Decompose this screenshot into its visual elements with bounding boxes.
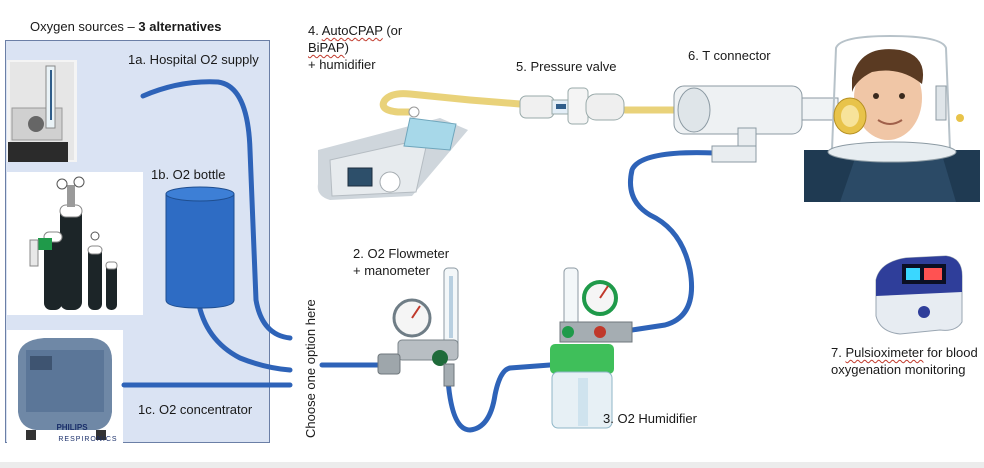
flowmeter-label-line1: 2. O2 Flowmeter	[353, 246, 450, 261]
humidifier-to-tconnector-tube	[628, 150, 718, 333]
pressure-valve-label: 5. Pressure valve	[516, 59, 617, 74]
cpap-machine-icon	[317, 106, 468, 200]
autocpap-label-line2: BiPAP)	[308, 39, 402, 56]
helmet-patient-icon	[804, 34, 980, 202]
autocpap-label-line3: + humidifier	[308, 57, 376, 72]
t-connector-label: 6. T connector	[688, 48, 771, 63]
flowmeter-regulator-icon	[377, 267, 459, 387]
pulsioximeter-label-line2: oxygenation monitoring	[831, 362, 966, 377]
bipap-suffix: )	[344, 40, 349, 55]
pulsioximeter-label: 7. Pulsioximeter for blood oxygenation m…	[831, 344, 978, 378]
flowmeter-label: 2. O2 Flowmeter + manometer	[353, 245, 449, 279]
autocpap-prefix: 4.	[308, 23, 322, 38]
flowmeter-label-line2: + manometer	[353, 263, 430, 278]
pressure-valve-icon	[519, 87, 625, 125]
title-prefix: Oxygen sources –	[30, 19, 139, 34]
hospital-tube	[140, 79, 293, 341]
autocpap-suffix: (or	[382, 23, 403, 38]
choose-option-label: Choose one option here	[303, 299, 318, 438]
autocpap-label: 4. AutoCPAP (or BiPAP) + humidifier	[308, 22, 402, 73]
o2-bottle-icon	[165, 186, 235, 309]
concentrator-icon	[18, 338, 112, 440]
pulse-prefix: 7.	[831, 345, 846, 360]
oxygen-cylinders-icon	[29, 176, 118, 310]
t-connector-icon	[673, 85, 839, 163]
wall-flowmeter-icon	[8, 62, 74, 162]
autocpap-label-line1: 4. AutoCPAP (or	[308, 22, 402, 39]
title-bold: 3 alternatives	[138, 19, 222, 34]
o2-bottle-label: 1b. O2 bottle	[151, 167, 226, 182]
flowmeter-to-humidifier-tube	[445, 362, 553, 433]
hospital-supply-label: 1a. Hospital O2 supply	[128, 52, 259, 67]
cpap-outlet-tube	[379, 90, 524, 116]
pulsioximeter-label-line1: 7. Pulsioximeter for blood	[831, 344, 978, 361]
humidifier-label: 3. O2 Humidifier	[603, 411, 697, 426]
panel-title: Oxygen sources – 3 alternatives	[30, 18, 222, 35]
autocpap-word: AutoCPAP	[321, 23, 383, 38]
pulse-oximeter-icon	[875, 255, 963, 335]
brand-sub-logo: RESPIRONICS	[58, 436, 117, 443]
bipap-word: BiPAP	[308, 40, 345, 55]
brand-logo: PHILIPS	[56, 423, 88, 432]
bottle-tube	[195, 297, 293, 373]
pulse-word: Pulsioximeter	[845, 345, 924, 360]
o2-concentrator-label: 1c. O2 concentrator	[138, 402, 253, 417]
pulse-suffix: for blood	[923, 345, 978, 360]
humidifier-bottle-icon	[550, 267, 633, 429]
